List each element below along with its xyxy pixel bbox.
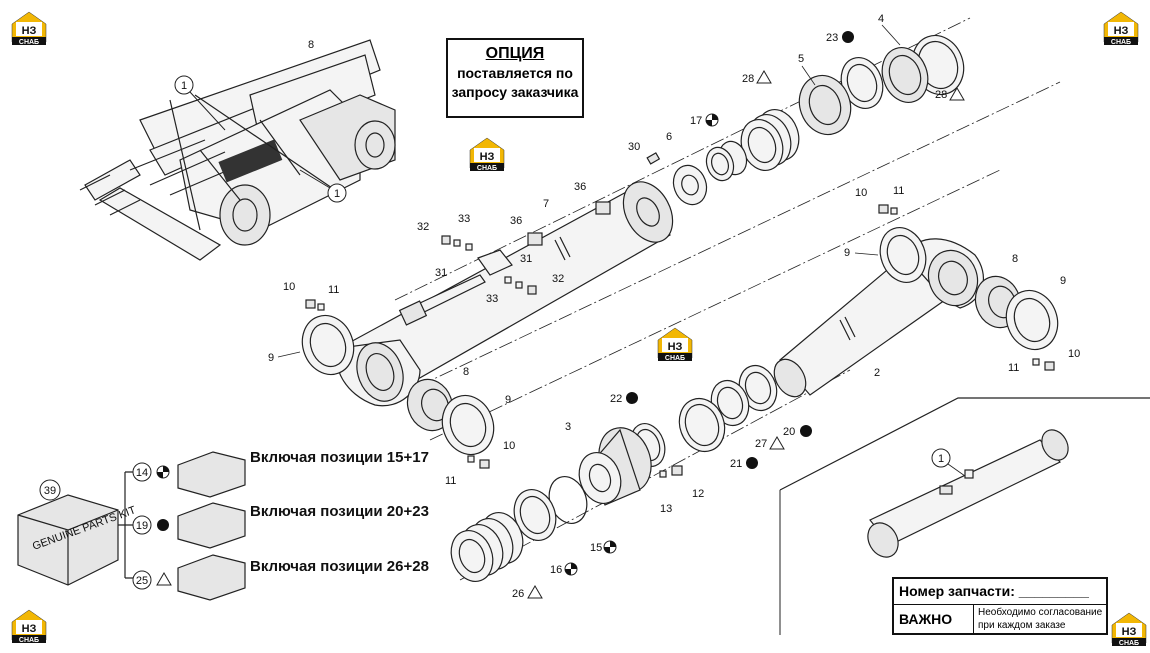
important-note-line-2: при каждом заказе [978,620,1066,631]
svg-text:21: 21 [730,458,742,470]
logo-top-left: НЗ СНАБ [11,11,47,46]
svg-text:28: 28 [742,73,754,85]
svg-text:32: 32 [417,221,429,233]
svg-text:14: 14 [136,467,148,479]
important-label: ВАЖНО [894,605,974,635]
svg-text:10: 10 [1068,348,1080,360]
svg-text:1: 1 [938,453,944,465]
kit-14-label: Включая позиции 15+17 [250,449,429,466]
kit-19: 19 Включая позиции 20+23 [132,503,429,535]
svg-text:6: 6 [666,131,672,143]
svg-text:25: 25 [136,575,148,587]
kit-25: 25 Включая позиции 26+28 [132,558,429,590]
svg-text:12: 12 [692,488,704,500]
machine-callout-1b: 1 [299,169,347,203]
machine-callout-1a: 1 [174,75,226,131]
svg-text:1: 1 [334,188,340,200]
svg-text:7: 7 [543,198,549,210]
kit-19-label: Включая позиции 20+23 [250,503,429,520]
part-callouts: 4 23 5 28 28 17 6 30 36 7 36 33 32 31 31… [268,13,1080,600]
svg-text:10: 10 [283,281,295,293]
svg-text:9: 9 [268,352,274,364]
svg-text:11: 11 [445,475,456,487]
svg-text:36: 36 [510,215,522,227]
detail-view: 1 [779,397,1150,635]
svg-text:15: 15 [590,542,602,554]
svg-text:8: 8 [1012,253,1018,265]
svg-text:СНАБ: СНАБ [665,355,685,362]
logo-center: НЗ СНАБ [657,327,693,362]
svg-text:36: 36 [574,181,586,193]
svg-text:10: 10 [503,440,515,452]
svg-text:НЗ: НЗ [1114,25,1129,37]
kit-14: 14 Включая позиции 15+17 [132,449,429,482]
svg-text:20: 20 [783,426,795,438]
svg-text:11: 11 [328,284,339,296]
logo-top-right: НЗ СНАБ [1103,11,1139,46]
svg-text:СНАБ: СНАБ [19,637,39,644]
svg-text:НЗ: НЗ [1122,626,1137,638]
logo-bottom-left: НЗ СНАБ [11,609,47,644]
svg-text:30: 30 [628,141,640,153]
option-line-2: запросу заказчика [451,84,579,100]
logo-bottom-right: НЗ СНАБ [1111,612,1147,647]
option-notice-box: ОПЦИЯ поставляется по запросу заказчика [446,38,584,118]
svg-text:27: 27 [755,438,767,450]
small-fittings [305,152,1055,478]
master-kit-callout: 39 [39,479,61,501]
svg-text:26: 26 [512,588,524,600]
svg-text:5: 5 [798,53,804,65]
svg-text:31: 31 [520,253,532,265]
svg-text:8: 8 [463,366,469,378]
svg-text:33: 33 [486,293,498,305]
svg-text:СНАБ: СНАБ [1111,39,1131,46]
svg-text:9: 9 [1060,275,1066,287]
machine-callout-8: 8 [308,39,314,51]
svg-text:31: 31 [435,267,447,279]
svg-text:22: 22 [610,393,622,405]
svg-text:НЗ: НЗ [668,341,683,353]
svg-text:10: 10 [855,187,867,199]
cylinder-barrel [336,181,674,407]
svg-text:33: 33 [458,213,470,225]
svg-text:СНАБ: СНАБ [1119,640,1139,647]
svg-text:3: 3 [565,421,571,433]
svg-text:17: 17 [690,115,702,127]
svg-text:НЗ: НЗ [480,151,495,163]
logo-upper-center: НЗ СНАБ [469,137,505,172]
svg-text:СНАБ: СНАБ [477,165,497,172]
option-line-1: поставляется по [457,65,573,81]
svg-text:9: 9 [505,394,511,406]
svg-text:11: 11 [1008,362,1019,374]
option-title: ОПЦИЯ [485,45,545,62]
important-note: Необходимо согласование при каждом заказ… [974,605,1106,635]
svg-text:39: 39 [44,485,56,497]
svg-text:НЗ: НЗ [22,25,37,37]
svg-text:19: 19 [136,520,148,532]
svg-text:9: 9 [844,247,850,259]
part-number-box: Номер запчасти: _________ ВАЖНО Необходи… [892,577,1108,635]
svg-text:НЗ: НЗ [22,623,37,635]
part-number-label: Номер запчасти: _________ [894,579,1106,605]
svg-text:13: 13 [660,503,672,515]
svg-text:2: 2 [874,367,880,379]
svg-text:28: 28 [935,89,947,101]
svg-text:4: 4 [878,13,884,25]
kit-boxes [17,451,246,601]
important-note-line-1: Необходимо согласование [978,607,1103,618]
reach-stacker-machine-drawing [79,39,396,261]
part-number-important-row: ВАЖНО Необходимо согласование при каждом… [894,605,1106,635]
svg-text:23: 23 [826,32,838,44]
svg-text:11: 11 [893,185,904,197]
kit-25-label: Включая позиции 26+28 [250,558,429,575]
svg-text:СНАБ: СНАБ [19,39,39,46]
svg-text:1: 1 [181,80,187,92]
svg-text:32: 32 [552,273,564,285]
svg-text:16: 16 [550,564,562,576]
ring-parts [301,34,1059,582]
